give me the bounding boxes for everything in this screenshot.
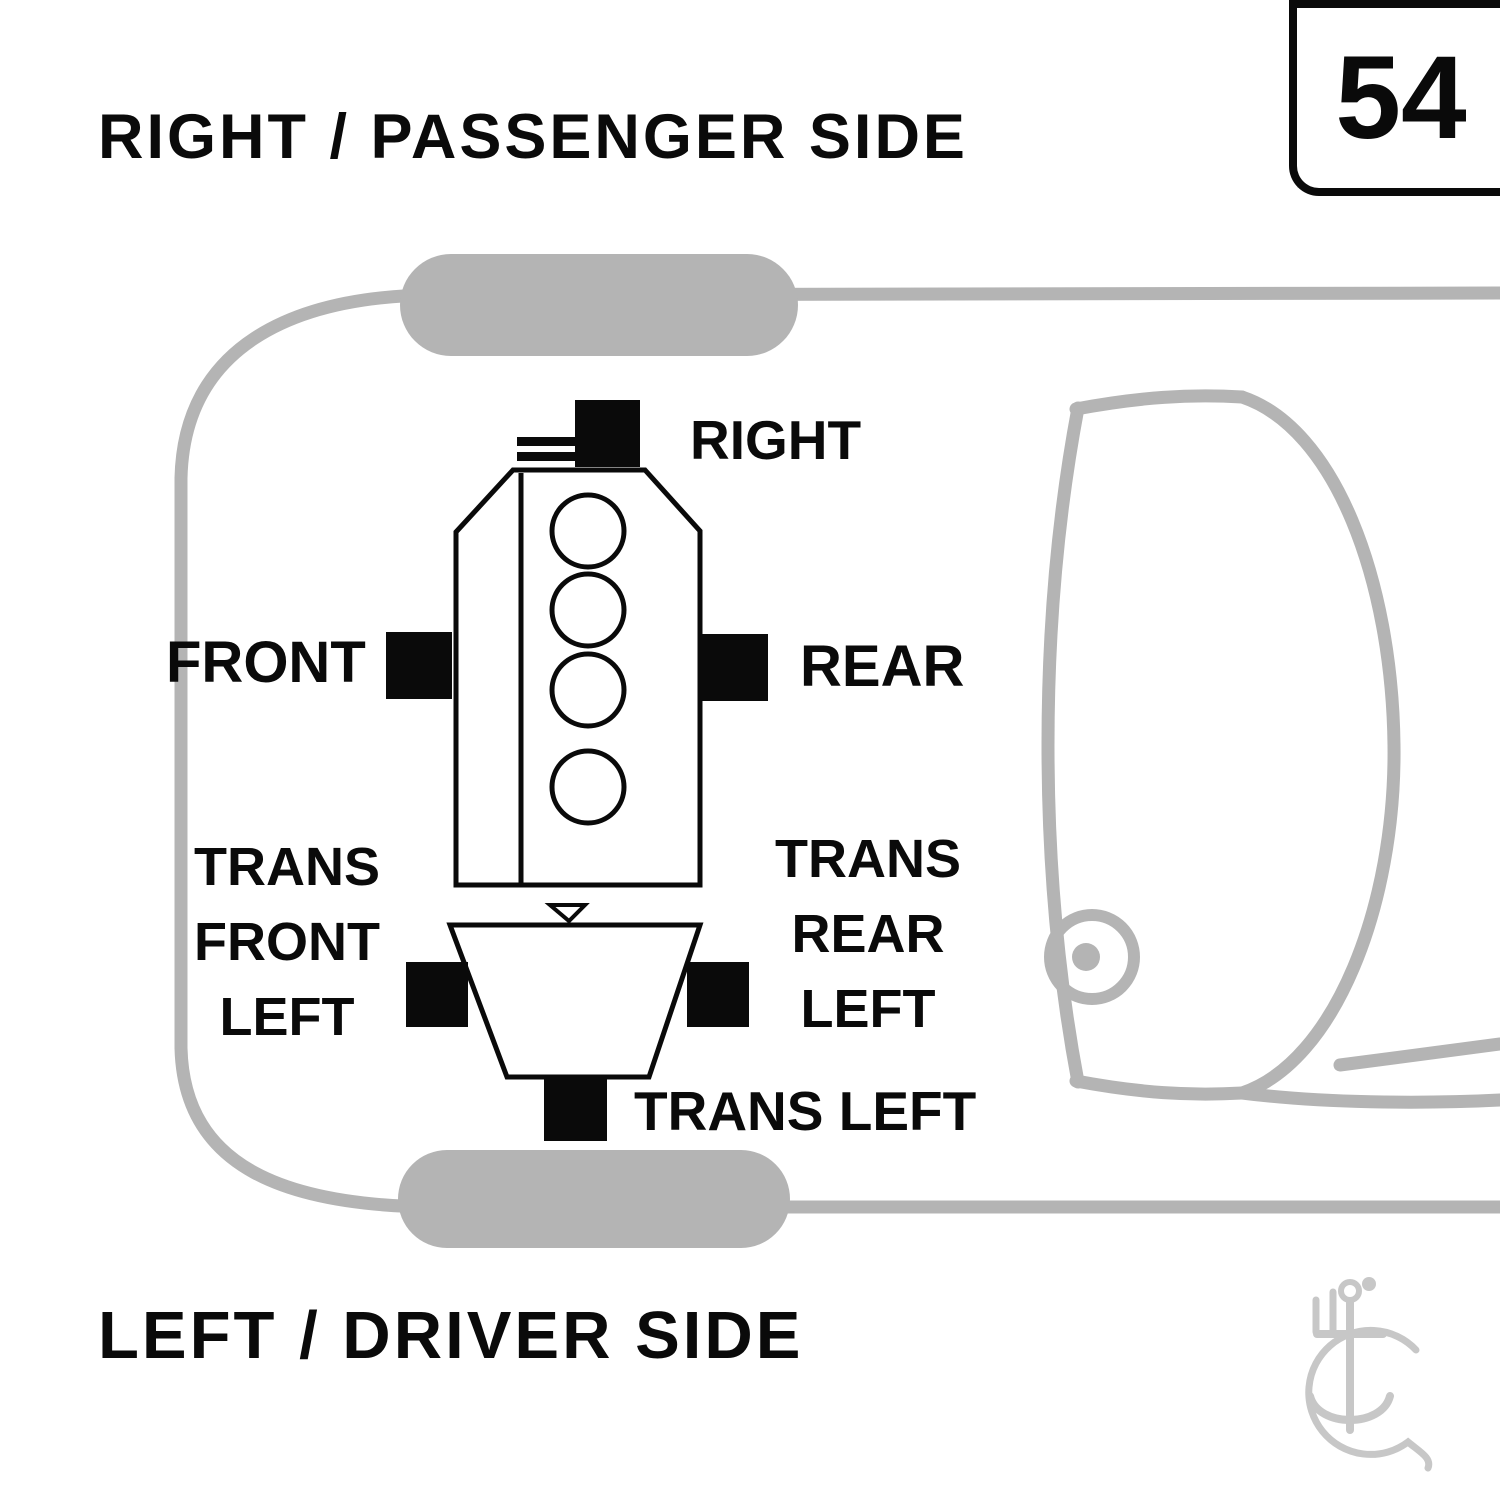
page-number: 54	[1335, 32, 1467, 164]
label-trans-rear-left-line-1: TRANS	[775, 829, 961, 889]
label-trans-left: TRANS LEFT	[634, 1080, 977, 1142]
trans-mount-rear-left	[687, 962, 749, 1027]
trans-mount-front-left	[406, 962, 468, 1027]
label-trans-rear-left: TRANS REAR LEFT	[768, 822, 968, 1047]
engine-mount-right-prong-2	[517, 452, 575, 461]
rear-deck-line-upper	[1333, 1037, 1500, 1072]
car-body-outline	[174, 286, 1500, 1214]
windshield-top-edge	[1069, 389, 1249, 416]
top-side-heading: RIGHT / PASSENGER SIDE	[98, 102, 968, 172]
cylinder-2	[549, 571, 627, 649]
cylinder-1	[549, 492, 627, 570]
label-mount-rear: REAR	[800, 634, 965, 699]
bottom-side-heading: LEFT / DRIVER SIDE	[98, 1298, 804, 1373]
cylinder-3	[549, 651, 627, 729]
watermark-anchor-ring	[1338, 1279, 1362, 1303]
tire-bottom	[398, 1150, 790, 1248]
label-trans-front-left: TRANS FRONT LEFT	[186, 830, 388, 1055]
label-trans-rear-left-line-2: REAR	[791, 904, 945, 964]
label-trans-front-left-line-3: LEFT	[219, 987, 355, 1047]
engine-mount-right	[575, 400, 640, 467]
engine-mount-rear	[701, 634, 768, 701]
engine-mount-front	[386, 632, 452, 699]
roof-outer-arc	[1235, 390, 1401, 1100]
windshield-bottom-edge	[1069, 1074, 1249, 1101]
page-number-box: 54	[1289, 0, 1500, 196]
label-trans-rear-left-line-3: LEFT	[800, 979, 936, 1039]
label-mount-front: FRONT	[166, 630, 366, 695]
fuel-cap-circle	[1044, 909, 1140, 1005]
engine-mount-right-prong-1	[517, 437, 575, 446]
label-trans-front-left-line-2: FRONT	[194, 912, 380, 972]
shifter-funnel	[544, 903, 590, 924]
tire-top	[400, 254, 798, 356]
label-mount-right: RIGHT	[690, 409, 862, 471]
watermark-swirl	[1305, 1326, 1433, 1472]
watermark-dot	[1362, 1277, 1376, 1291]
transmission-body	[446, 922, 704, 1080]
trans-mount-left	[544, 1078, 607, 1141]
fuel-cap-dot	[1072, 943, 1100, 971]
rear-deck-line-lower	[1235, 1086, 1500, 1109]
cylinder-4	[549, 748, 627, 826]
label-trans-front-left-line-1: TRANS	[194, 837, 380, 897]
watermark-anchor-flukes	[1306, 1392, 1394, 1424]
